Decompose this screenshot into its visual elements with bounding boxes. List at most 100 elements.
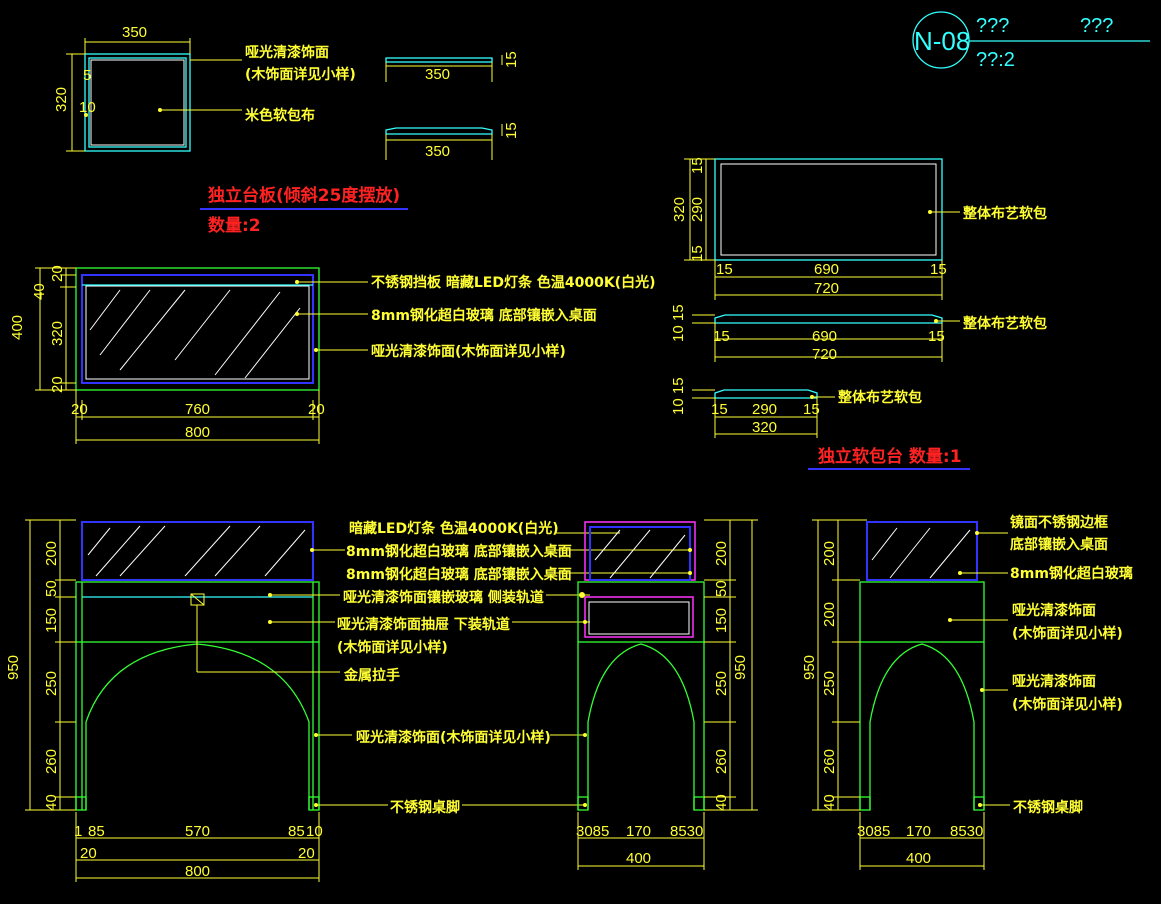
front-dim-800: 800: [185, 863, 210, 880]
side2-callout-finish-1: 哑光清漆饰面: [1012, 602, 1096, 619]
side2-callout-finish-2: 哑光清漆饰面: [1012, 673, 1096, 690]
cushion-dim-15-top: 15: [689, 157, 706, 174]
side2-dim-3085: 3085: [857, 823, 890, 840]
side2-dim-950: 950: [801, 655, 818, 680]
panel-callout-fabric: 米色软包布: [245, 107, 315, 124]
plan-callout-led: 不锈钢挡板 暗藏LED灯条 色温4000K(白光): [371, 274, 655, 291]
cushion-end-15-left: 15: [711, 401, 728, 418]
plan-dim-20-left: 20: [71, 401, 88, 418]
panel-elevation: 350 320 5 10 哑光清漆饰面 (木饰面详见小样) 米色软包布 350 …: [53, 24, 520, 236]
front-callout-led: 暗藏LED灯条 色温4000K(白光): [349, 520, 559, 537]
plan-callout-glass: 8mm钢化超白玻璃 底部镶嵌入桌面: [371, 307, 597, 324]
panel-dim-5: 5: [83, 67, 91, 84]
desk-plan: 400 20 40 320 20 20 760 20 800 不锈钢挡板 暗藏L…: [9, 265, 655, 444]
side2-callout-finish-1-note: (木饰面详见小样): [1012, 625, 1123, 642]
front-dim-10: 10: [306, 823, 323, 840]
cushion-side-720: 720: [812, 346, 837, 363]
side2-callout-frame-note: 底部镶嵌入桌面: [1010, 536, 1108, 553]
sheet-title-right: ???: [1080, 15, 1113, 37]
side2-dim-260: 260: [821, 749, 838, 774]
side-dim-3085: 3085: [576, 823, 609, 840]
panel-dim-10: 10: [79, 99, 96, 116]
title-block: N-08 ??? ??? ??:2: [912, 11, 1150, 71]
front-dim-40: 40: [43, 794, 60, 811]
plan-glass-hatch: [89, 289, 301, 379]
side2-glass-hatch: [871, 527, 971, 579]
side-dim-50: 50: [713, 580, 730, 597]
side2-dim-400: 400: [906, 850, 931, 867]
cushion-side-15-left: 15: [713, 328, 730, 345]
front-dim-50: 50: [43, 580, 60, 597]
front-dim-250: 250: [43, 671, 60, 696]
side-dim-8530: 8530: [670, 823, 703, 840]
front-callout-track: 哑光清漆饰面镶嵌玻璃 侧装轨道: [343, 589, 544, 606]
front-dim-200: 200: [43, 541, 60, 566]
side-dim-170: 170: [626, 823, 651, 840]
plan-dim-20-right: 20: [308, 401, 325, 418]
front-callout-handle: 金属拉手: [343, 667, 400, 684]
sheet-title-left: ???: [976, 15, 1009, 37]
desk-front-elevation: 950 200 50 150 250 260 40 1 85 570 85 10…: [5, 519, 690, 882]
side-dim-260: 260: [713, 749, 730, 774]
plan-dim-400: 400: [9, 315, 26, 340]
side-dim-150: 150: [713, 608, 730, 633]
side-dim-400: 400: [626, 850, 651, 867]
front-dim-1: 1: [74, 823, 82, 840]
panel-side-dim-2: 350: [425, 143, 450, 160]
side2-dim-8530: 8530: [950, 823, 983, 840]
cushion-views: 整体布艺软包 320 290 15 15 15 690 15 720 整体布艺软…: [670, 157, 1047, 470]
side2-callout-glass: 8mm钢化超白玻璃: [1010, 565, 1133, 582]
side-dim-200: 200: [713, 541, 730, 566]
front-dim-85-right: 85: [288, 823, 305, 840]
side2-callout-finish-2-note: (木饰面详见小样): [1012, 696, 1123, 713]
cushion-side-690: 690: [812, 328, 837, 345]
front-callout-finish: 哑光清漆饰面(木饰面详见小样): [356, 729, 551, 746]
cushion-dim-690: 690: [814, 261, 839, 278]
cushion-dim-720: 720: [814, 280, 839, 297]
desk-side-elevation-alt: 镜面不锈钢边框 底部镶嵌入桌面 8mm钢化超白玻璃 哑光清漆饰面 (木饰面详见小…: [801, 514, 1133, 870]
plan-callout-finish: 哑光清漆饰面(木饰面详见小样): [371, 343, 566, 360]
cushion-end-thick: 10 15: [670, 377, 687, 415]
front-callout-drawer: 哑光清漆饰面抽屉 下装轨道: [337, 616, 510, 633]
panel-heading: 独立台板(倾斜25度摆放): [208, 185, 400, 206]
plan-dim-760: 760: [185, 401, 210, 418]
cushion-dim-15-bot: 15: [689, 245, 706, 262]
front-callout-drawer-note: (木饰面详见小样): [337, 639, 448, 656]
cushion-end-290: 290: [752, 401, 777, 418]
side2-dim-200-mid: 200: [821, 602, 838, 627]
cushion-dim-320: 320: [671, 197, 688, 222]
panel-dim-width: 350: [122, 24, 147, 41]
front-dim-260: 260: [43, 749, 60, 774]
cushion-end-15-right: 15: [803, 401, 820, 418]
side-glass-hatch: [594, 529, 686, 579]
plan-dim-800: 800: [185, 424, 210, 441]
side2-callout-legs: 不锈钢桌脚: [1013, 799, 1083, 816]
panel-callout-finish: 哑光清漆饰面: [245, 44, 329, 61]
plan-dim-320: 320: [49, 321, 66, 346]
front-dim-20-right: 20: [298, 845, 315, 862]
cushion-end-320: 320: [752, 419, 777, 436]
plan-dim-20-top: 20: [49, 265, 66, 282]
panel-side-thick-1: 15: [503, 51, 520, 68]
plan-dim-40: 40: [31, 283, 48, 300]
side2-dim-200-top: 200: [821, 541, 838, 566]
front-callout-glass-2: 8mm钢化超白玻璃 底部镶嵌入桌面: [346, 566, 572, 583]
desk-side-elevation: 200 50 150 950 250 260 40 3085 170 8530 …: [576, 519, 758, 870]
front-glass-hatch: [87, 525, 306, 577]
panel-side-thick-2: 15: [503, 122, 520, 139]
front-dim-150: 150: [43, 608, 60, 633]
cushion-callout-1: 整体布艺软包: [962, 205, 1047, 222]
cushion-dim-290: 290: [689, 197, 706, 222]
side-dim-250: 250: [713, 671, 730, 696]
side-dim-950: 950: [732, 655, 749, 680]
side2-callout-frame: 镜面不锈钢边框: [1010, 514, 1108, 531]
panel-callout-finish-note: (木饰面详见小样): [245, 66, 356, 83]
cushion-callout-3: 整体布艺软包: [837, 389, 922, 406]
front-dim-85-left: 85: [88, 823, 105, 840]
panel-quantity: 数量:2: [208, 215, 261, 236]
plan-dim-20-bot: 20: [49, 376, 66, 393]
side2-dim-250: 250: [821, 671, 838, 696]
panel-dim-height: 320: [53, 87, 70, 112]
sheet-code: N-08: [914, 26, 970, 56]
